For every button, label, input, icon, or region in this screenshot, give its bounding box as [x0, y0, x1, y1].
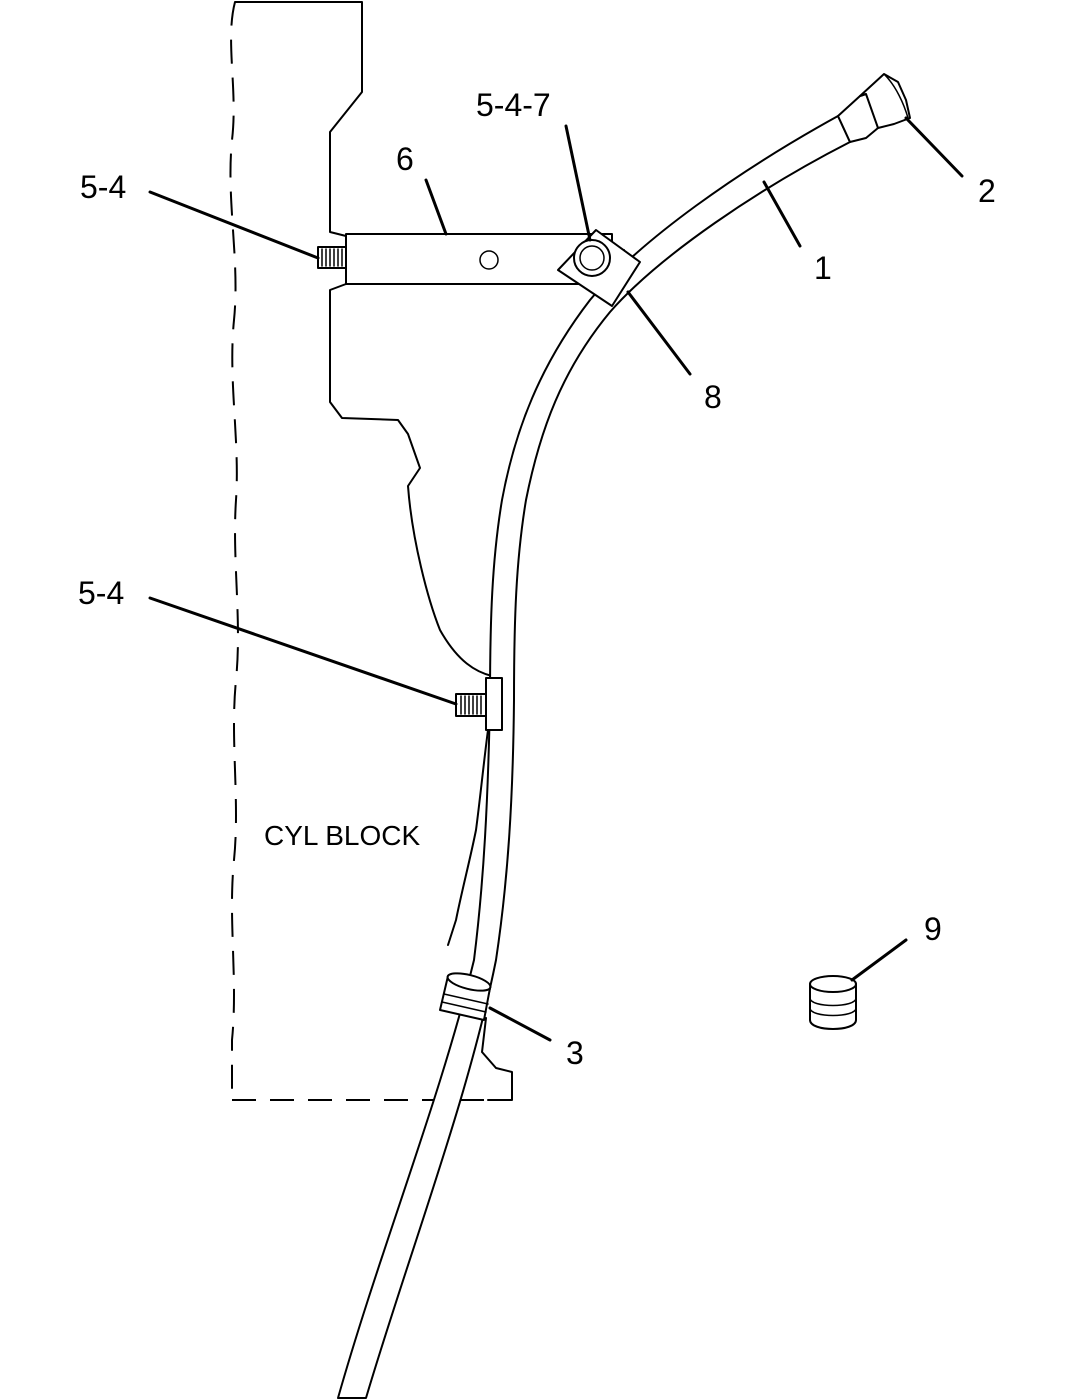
tube-clamp [557, 229, 641, 307]
callout-5-4-lower: 5-4 [78, 575, 124, 611]
callout-2: 2 [978, 173, 996, 209]
callout-8: 8 [704, 379, 722, 415]
dipstick-tube [337, 73, 911, 1399]
callout-6: 6 [396, 141, 414, 177]
callout-5-4-upper: 5-4 [80, 169, 126, 205]
callout-5-4-7: 5-4-7 [476, 87, 551, 123]
upper-bolt [317, 246, 347, 269]
cylinder-block-outline [229, 1, 513, 1101]
leader-lines [148, 116, 964, 1042]
spare-grommet [809, 975, 857, 1030]
bracket-hole [479, 250, 499, 270]
callout-3: 3 [566, 1035, 584, 1071]
lower-clip [455, 677, 503, 731]
tube-grommet [439, 972, 492, 1021]
callout-1: 1 [814, 250, 832, 286]
block-label: CYL BLOCK [264, 820, 420, 851]
callout-9: 9 [924, 911, 942, 947]
